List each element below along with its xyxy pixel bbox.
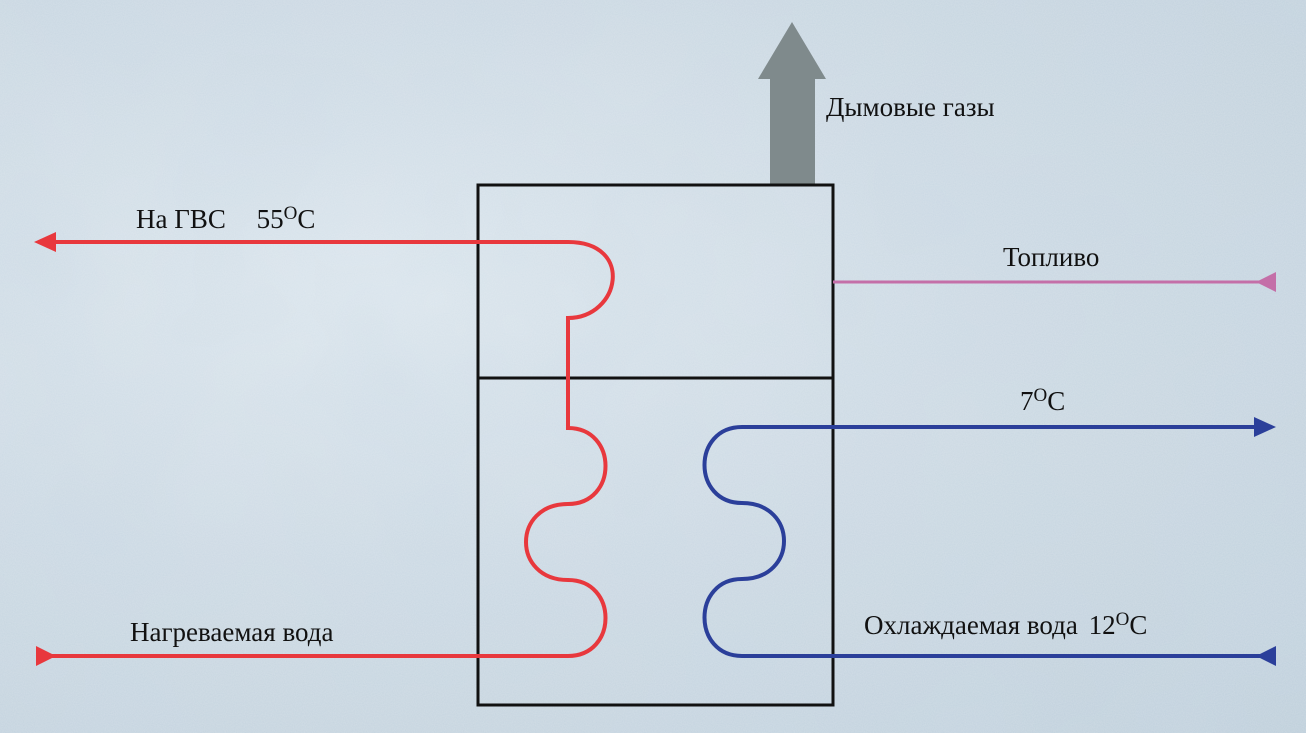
flue-gas-label: Дымовые газы	[826, 92, 995, 122]
hot-water-supply-arrowhead	[34, 232, 56, 252]
chilled-water-outlet-label: 7OC	[1020, 385, 1065, 416]
fuel-inlet-arrowhead	[1256, 272, 1276, 292]
heated-water-inlet-arrowhead	[36, 646, 56, 666]
celsius-unit: C	[297, 204, 315, 234]
hot-water-circuit	[52, 240, 615, 658]
hot-water-supply-label: На ГВС 55OC	[136, 203, 315, 234]
hot-water-supply-temp: 55	[257, 204, 284, 234]
unit-housing	[476, 183, 835, 707]
heated-water-label: Нагреваемая вода	[130, 617, 333, 647]
chilled-water-circuit	[702, 425, 1262, 658]
fuel-label: Топливо	[1003, 242, 1099, 272]
chilled-water-inlet-temp: 12	[1089, 610, 1116, 640]
chilled-water-outlet-temp: 7	[1020, 386, 1034, 416]
hot-water-supply-text: На ГВС	[136, 204, 226, 234]
chilled-water-inlet-label: Охлаждаемая вода 12OC	[864, 609, 1147, 640]
chilled-water-inlet-text: Охлаждаемая вода	[864, 610, 1078, 640]
degree-symbol: O	[1034, 385, 1048, 406]
chilled-water-outlet-arrowhead	[1254, 417, 1276, 437]
flue-gas-arrow	[758, 22, 826, 186]
chilled-water-inlet-arrowhead	[1256, 646, 1276, 666]
celsius-unit: C	[1047, 386, 1065, 416]
degree-symbol: O	[284, 203, 298, 224]
celsius-unit: C	[1129, 610, 1147, 640]
degree-symbol: O	[1116, 609, 1130, 630]
